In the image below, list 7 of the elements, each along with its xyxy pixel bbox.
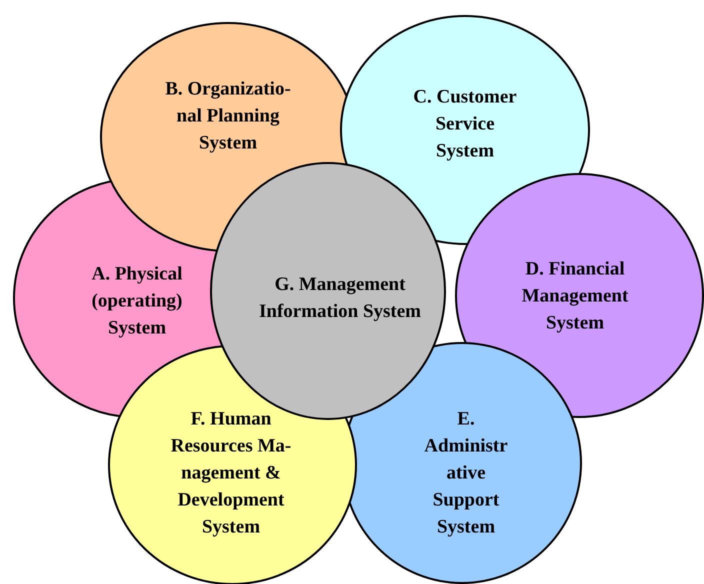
node-label: C. Customer Service System [412,86,518,164]
node-label: G. Management Information System [258,273,422,324]
node-label: D. Financial Management System [520,258,630,336]
node-label: B. Organizatio- nal Planning System [164,78,292,156]
node-label: F. Human Resources Ma- nagement & Development System [170,408,292,540]
node-label: A. Physical (operating) System [90,262,184,340]
node-label: E. Administr ative Support System [423,408,509,540]
